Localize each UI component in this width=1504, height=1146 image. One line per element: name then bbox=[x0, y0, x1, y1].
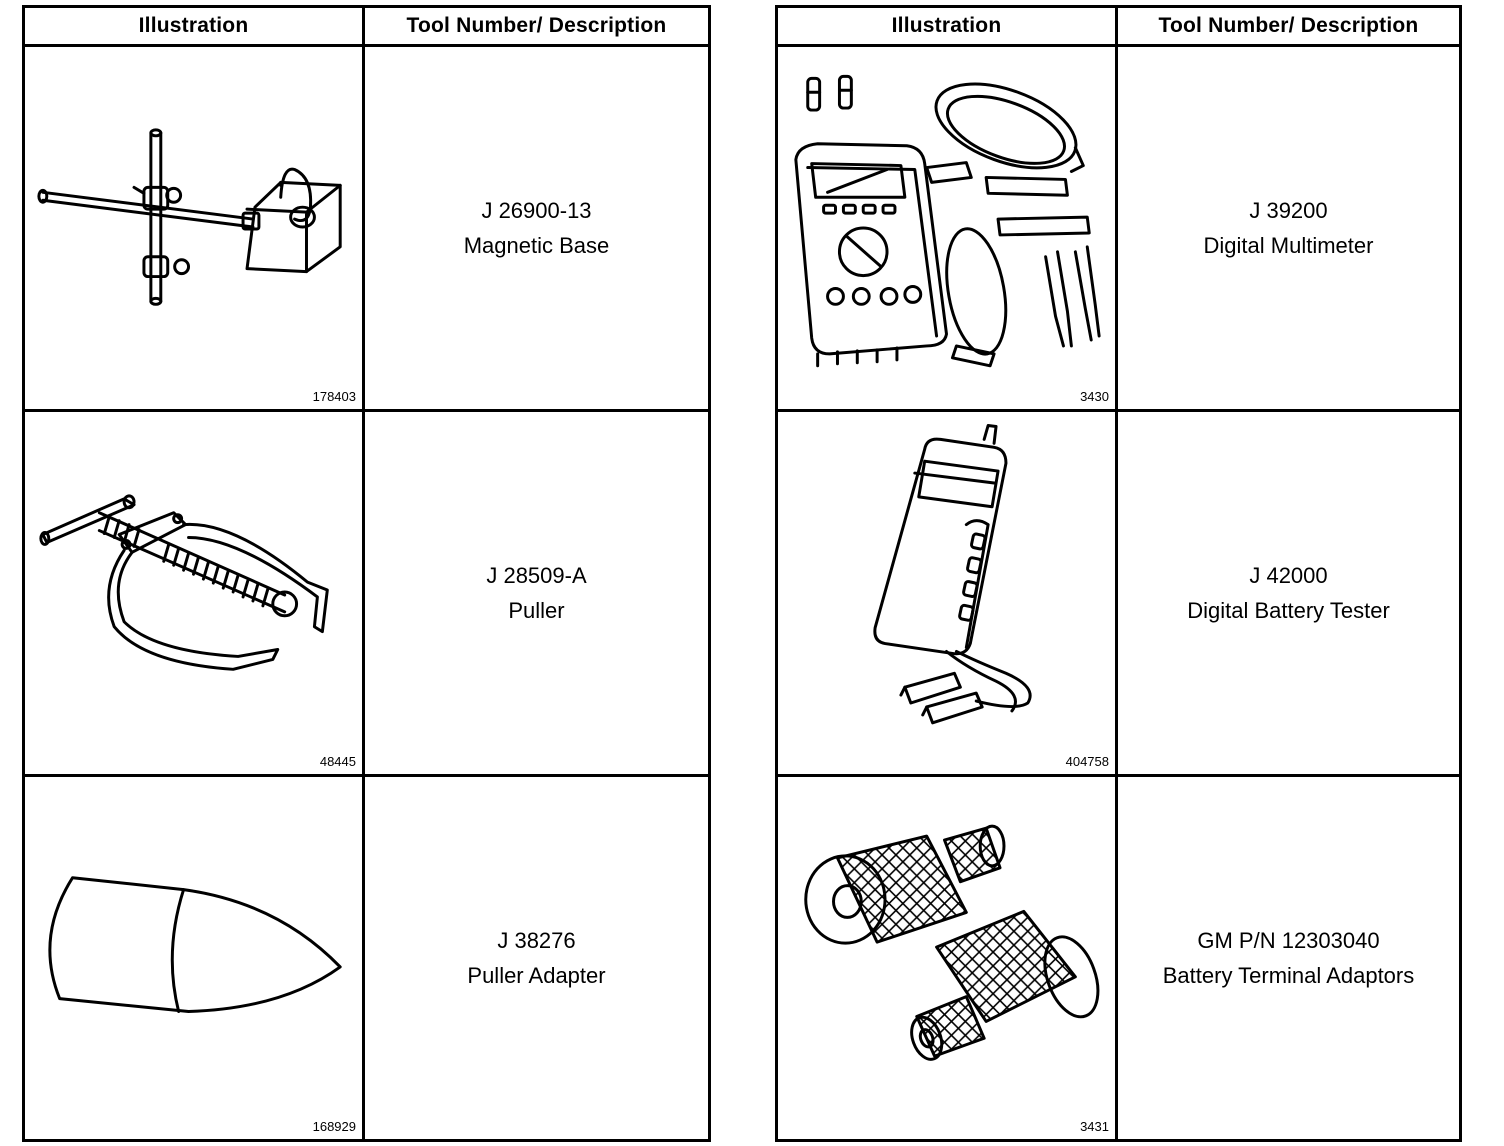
puller-adapter-icon bbox=[48, 876, 342, 1014]
tool-number: J 39200 bbox=[1249, 198, 1328, 223]
table-row: 404758 J 42000 Digital Battery Tester bbox=[775, 409, 1462, 777]
figure-number: 3431 bbox=[1080, 1119, 1109, 1134]
illustration-header: Illustration bbox=[775, 5, 1118, 47]
magnetic-base-icon bbox=[37, 128, 342, 306]
tool-description-cell: J 39200 Digital Multimeter bbox=[1115, 44, 1462, 412]
tool-description: Puller bbox=[508, 598, 565, 623]
tool-description-cell: J 26900-13 Magnetic Base bbox=[362, 44, 711, 412]
tool-number: J 28509-A bbox=[486, 563, 587, 588]
table-row: 48445 J 28509-A Puller bbox=[22, 409, 711, 777]
puller-icon bbox=[39, 494, 329, 671]
illustration-header: Illustration bbox=[22, 5, 365, 47]
figure-number: 48445 bbox=[319, 754, 356, 769]
tool-description: Digital Battery Tester bbox=[1187, 598, 1390, 623]
figure-number: 168929 bbox=[312, 1119, 356, 1134]
tool-description: Digital Multimeter bbox=[1203, 233, 1374, 258]
tool-number: J 38276 bbox=[497, 928, 576, 953]
table-header-row: Illustration Tool Number/ Description bbox=[22, 5, 711, 47]
figure-number: 404758 bbox=[1065, 754, 1109, 769]
tool-description-cell: J 38276 Puller Adapter bbox=[362, 774, 711, 1142]
table-row: 3430 J 39200 Digital Multimeter bbox=[775, 44, 1462, 412]
digital-battery-tester-icon bbox=[873, 424, 1032, 725]
tool-table-right: Illustration Tool Number/ Description bbox=[775, 5, 1462, 1142]
description-header: Tool Number/ Description bbox=[1115, 5, 1462, 47]
tool-number: J 26900-13 bbox=[481, 198, 592, 223]
table-row: 168929 J 38276 Puller Adapter bbox=[22, 774, 711, 1142]
battery-terminal-adaptors-icon bbox=[804, 824, 1100, 1061]
illustration-cell: 3431 bbox=[775, 774, 1118, 1142]
tool-number: GM P/N 12303040 bbox=[1197, 928, 1380, 953]
illustration-cell: 3430 bbox=[775, 44, 1118, 412]
illustration-cell: 168929 bbox=[22, 774, 365, 1142]
illustration-cell: 48445 bbox=[22, 409, 365, 777]
tool-description: Battery Terminal Adaptors bbox=[1162, 963, 1415, 988]
table-row: 178403 J 26900-13 Magnetic Base bbox=[22, 44, 711, 412]
figure-number: 3430 bbox=[1080, 389, 1109, 404]
tool-description: Puller Adapter bbox=[467, 963, 606, 988]
digital-multimeter-icon bbox=[794, 74, 1101, 368]
table-row: 3431 GM P/N 12303040 Battery Terminal Ad… bbox=[775, 774, 1462, 1142]
tool-description: Magnetic Base bbox=[463, 233, 610, 258]
illustration-cell: 404758 bbox=[775, 409, 1118, 777]
tool-table-left: Illustration Tool Number/ Description bbox=[22, 5, 711, 1142]
tool-description-cell: GM P/N 12303040 Battery Terminal Adaptor… bbox=[1115, 774, 1462, 1142]
illustration-cell: 178403 bbox=[22, 44, 365, 412]
table-header-row: Illustration Tool Number/ Description bbox=[775, 5, 1462, 47]
tool-number: J 42000 bbox=[1249, 563, 1328, 588]
description-header: Tool Number/ Description bbox=[362, 5, 711, 47]
tool-description-cell: J 28509-A Puller bbox=[362, 409, 711, 777]
tool-description-cell: J 42000 Digital Battery Tester bbox=[1115, 409, 1462, 777]
figure-number: 178403 bbox=[312, 389, 356, 404]
